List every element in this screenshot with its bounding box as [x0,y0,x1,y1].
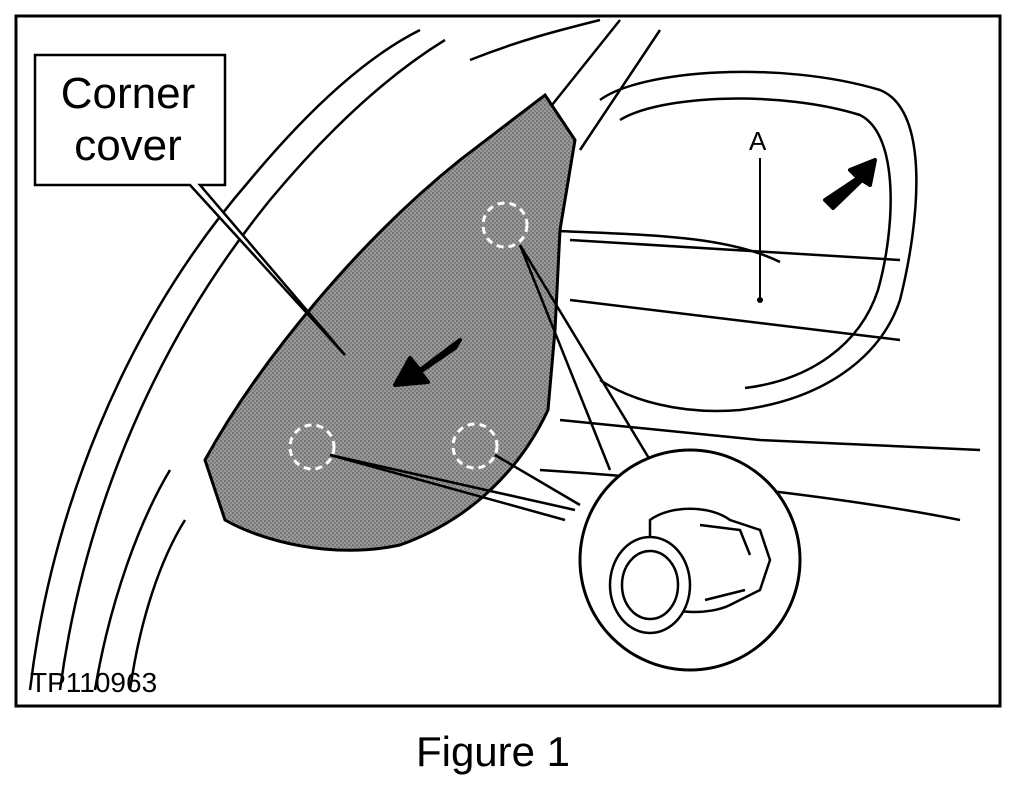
reference-code: TP110963 [30,667,157,698]
clip-location-upper [481,201,529,249]
clip-icon [608,507,772,635]
corner-cover-callout: Corner cover [33,53,346,356]
clip-location-lower-left [288,423,336,471]
arrow-icon [823,158,877,210]
callout-line2: cover [74,121,182,170]
point-a-marker [757,297,763,303]
mirror-housing [539,70,981,522]
clip-leaders [329,244,652,522]
door-outline [28,18,662,691]
callout-line1: Corner [61,69,196,118]
point-a-label: A [749,126,767,156]
clip-locations [288,201,529,471]
figure-caption: Figure 1 [416,728,570,775]
clip-detail [578,448,802,672]
clip-location-lower-right [451,422,499,470]
arrow-icon [393,338,462,387]
corner-cover [203,92,577,552]
